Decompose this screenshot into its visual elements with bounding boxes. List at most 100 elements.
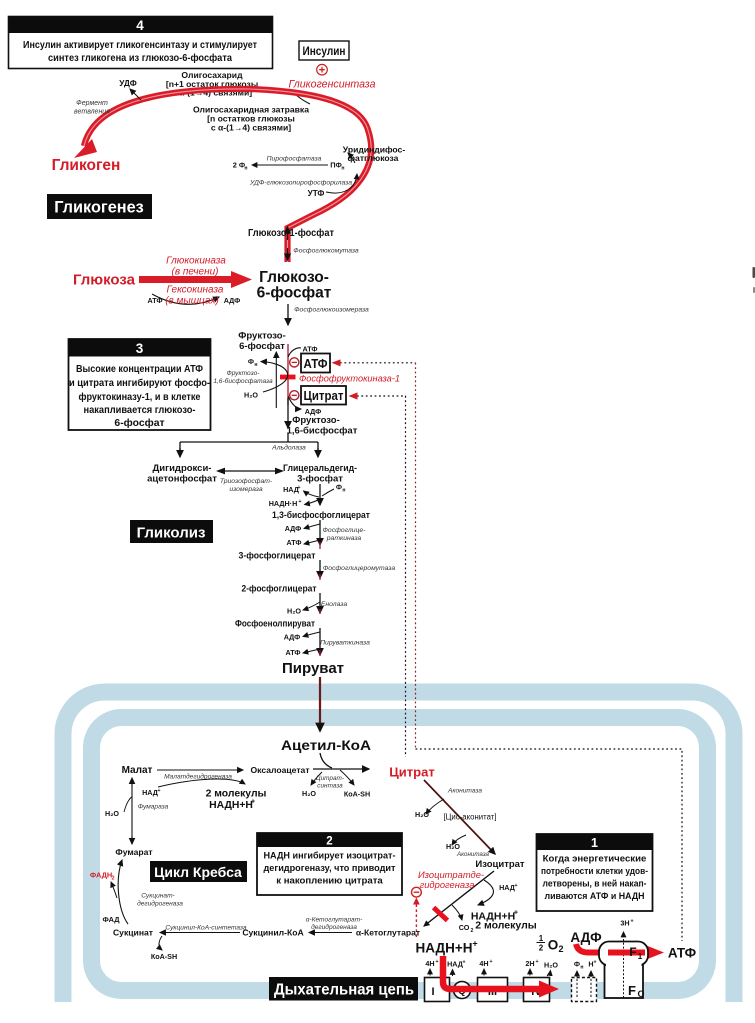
svg-text:Глюкозо-1-фосфат: Глюкозо-1-фосфат xyxy=(248,227,334,239)
svg-text:КоА-SH: КоА-SH xyxy=(344,790,370,799)
svg-text:Фосфофруктокиназа-1: Фосфофруктокиназа-1 xyxy=(299,374,400,384)
svg-text:[n остатков глюкозы: [n остатков глюкозы xyxy=(207,114,295,124)
svg-text:УТФ: УТФ xyxy=(308,189,325,198)
svg-text:Фосфоглице-: Фосфоглице- xyxy=(323,527,367,534)
svg-text:Пируват: Пируват xyxy=(282,660,344,677)
svg-text:Оксалоацетат: Оксалоацетат xyxy=(250,765,309,775)
svg-text:ливаются АТФ и НАДН: ливаются АТФ и НАДН xyxy=(545,891,645,902)
svg-text:н: н xyxy=(580,965,583,971)
svg-text:летворены, в ней накап-: летворены, в ней накап- xyxy=(543,879,647,890)
svg-text:6-фосфат: 6-фосфат xyxy=(257,285,332,302)
svg-text:ацетонфосфат: ацетонфосфат xyxy=(147,474,217,485)
svg-text:КоА-SH: КоА-SH xyxy=(151,952,177,961)
svg-text:Глюкокиназа: Глюкокиназа xyxy=(166,256,226,267)
svg-text:НАДН+Н: НАДН+Н xyxy=(416,941,473,956)
svg-text:н: н xyxy=(254,362,257,368)
svg-text:2 Ф: 2 Ф xyxy=(233,161,246,170)
svg-text:6-фосфат: 6-фосфат xyxy=(114,417,164,429)
svg-text:2: 2 xyxy=(112,876,115,882)
svg-text:Н₂О: Н₂О xyxy=(287,607,301,616)
svg-text:Изоцитрат: Изоцитрат xyxy=(475,859,525,870)
svg-text:2: 2 xyxy=(471,928,474,934)
svg-text:АДФ: АДФ xyxy=(570,930,602,945)
svg-text:АТФ: АТФ xyxy=(147,296,162,305)
svg-text:+: + xyxy=(157,788,160,794)
svg-text:Триозофосфат-: Триозофосфат- xyxy=(220,478,273,485)
svg-text:накапливается глюкозо-: накапливается глюкозо- xyxy=(84,405,196,416)
svg-text:Ф: Ф xyxy=(248,357,254,366)
svg-text:3-фосфат: 3-фосфат xyxy=(297,474,343,485)
svg-text:+: + xyxy=(489,959,492,965)
svg-text:Аконитаза: Аконитаза xyxy=(456,851,490,858)
svg-text:3-фосфоглицерат: 3-фосфоглицерат xyxy=(239,551,316,562)
svg-text:Глюкоза: Глюкоза xyxy=(73,272,136,289)
svg-text:Пируваткиназа: Пируваткиназа xyxy=(320,640,370,647)
svg-text:Сукцинат-: Сукцинат- xyxy=(141,893,175,900)
svg-text:+: + xyxy=(514,908,519,917)
svg-text:НАД: НАД xyxy=(142,788,158,797)
svg-text:Высокие концентрации АТФ: Высокие концентрации АТФ xyxy=(76,364,203,375)
svg-text:Когда энергетические: Когда энергетические xyxy=(543,854,647,865)
svg-text:Цикл Кребса: Цикл Кребса xyxy=(154,864,242,880)
svg-text:Малатдегидрогеназа: Малатдегидрогеназа xyxy=(164,773,232,781)
svg-text:Гексокиназа: Гексокиназа xyxy=(167,285,224,296)
svg-text:+: + xyxy=(298,499,301,505)
svg-text:ветвления: ветвления xyxy=(74,109,110,116)
svg-text:НАД: НАД xyxy=(283,485,299,494)
svg-text:Дыхательная цепь: Дыхательная цепь xyxy=(274,982,414,999)
svg-text:Фермент: Фермент xyxy=(76,100,108,107)
svg-text:Гликогенсинтаза: Гликогенсинтаза xyxy=(289,79,376,91)
svg-text:дегидрогеназа: дегидрогеназа xyxy=(137,900,183,908)
svg-text:Н₂О: Н₂О xyxy=(544,961,558,970)
svg-text:+: + xyxy=(630,919,633,925)
svg-text:Фосфоенолпируват: Фосфоенолпируват xyxy=(235,619,315,630)
svg-text:Пирофосфатаза: Пирофосфатаза xyxy=(267,156,322,163)
svg-text:НАД: НАД xyxy=(447,960,463,969)
svg-text:2 молекулы: 2 молекулы xyxy=(206,789,267,800)
svg-text:Фосфоглюкоизомераза: Фосфоглюкоизомераза xyxy=(294,307,369,314)
svg-text:Сукцинил-КоА: Сукцинил-КоА xyxy=(242,928,303,938)
svg-text:СО: СО xyxy=(459,923,470,932)
svg-text:Уридиндифос-: Уридиндифос- xyxy=(343,145,406,155)
svg-text:Цитрат: Цитрат xyxy=(304,389,344,403)
svg-text:дегидрогеназу, что приводит: дегидрогеназу, что приводит xyxy=(264,863,396,874)
svg-text:Фруктозо-: Фруктозо- xyxy=(292,415,339,426)
svg-text:АТФ: АТФ xyxy=(668,946,697,961)
svg-text:НАДН·Н: НАДН·Н xyxy=(269,499,298,508)
svg-text:[Цис-аконитат]: [Цис-аконитат] xyxy=(443,813,496,822)
svg-text:Фосфоглицеромутаза: Фосфоглицеромутаза xyxy=(323,565,396,572)
svg-text:3Н: 3Н xyxy=(620,919,629,928)
svg-text:дегидрогеназа: дегидрогеназа xyxy=(311,923,357,931)
svg-text:(в печени): (в печени) xyxy=(172,267,219,278)
svg-text:O: O xyxy=(637,989,644,999)
svg-text:Цитрат-: Цитрат- xyxy=(316,775,344,782)
svg-text:раткиназа: раткиназа xyxy=(326,535,362,542)
svg-text:+: + xyxy=(435,959,438,965)
svg-text:Ф: Ф xyxy=(574,960,580,969)
svg-text:Ф: Ф xyxy=(336,483,342,492)
svg-text:6-фосфат: 6-фосфат xyxy=(239,341,285,352)
svg-text:4: 4 xyxy=(136,18,144,33)
svg-text:Сукцинат: Сукцинат xyxy=(113,928,153,938)
svg-text:1: 1 xyxy=(591,836,598,850)
svg-text:Дигидрокси-: Дигидрокси- xyxy=(153,463,212,474)
svg-text:АТФ: АТФ xyxy=(302,345,317,354)
svg-text:с α-(1→4) связями]: с α-(1→4) связями] xyxy=(211,123,291,133)
svg-text:АДФ: АДФ xyxy=(285,524,302,533)
svg-text:α-Кетоглутарат: α-Кетоглутарат xyxy=(356,928,420,938)
svg-text:Фруктозо-: Фруктозо- xyxy=(226,370,260,377)
svg-text:АДФ: АДФ xyxy=(305,407,322,416)
svg-text:F: F xyxy=(628,983,636,998)
svg-text:1,6-бисфосфат: 1,6-бисфосфат xyxy=(287,426,358,437)
svg-text:НАД: НАД xyxy=(499,883,515,892)
svg-text:н: н xyxy=(341,166,344,172)
svg-text:АТФ: АТФ xyxy=(304,357,328,371)
svg-text:Аконитаза: Аконитаза xyxy=(447,788,482,795)
svg-text:Глюкозо-: Глюкозо- xyxy=(259,269,329,286)
svg-text:Олигосахаридная затравка: Олигосахаридная затравка xyxy=(193,105,309,115)
svg-text:Гликогенез: Гликогенез xyxy=(54,199,143,217)
svg-text:УДФ: УДФ xyxy=(119,79,136,88)
svg-text:+: + xyxy=(514,883,517,889)
svg-text:[n+1 остаток глюкозы: [n+1 остаток глюкозы xyxy=(166,79,258,89)
svg-text:Альдолаза: Альдолаза xyxy=(271,444,306,452)
